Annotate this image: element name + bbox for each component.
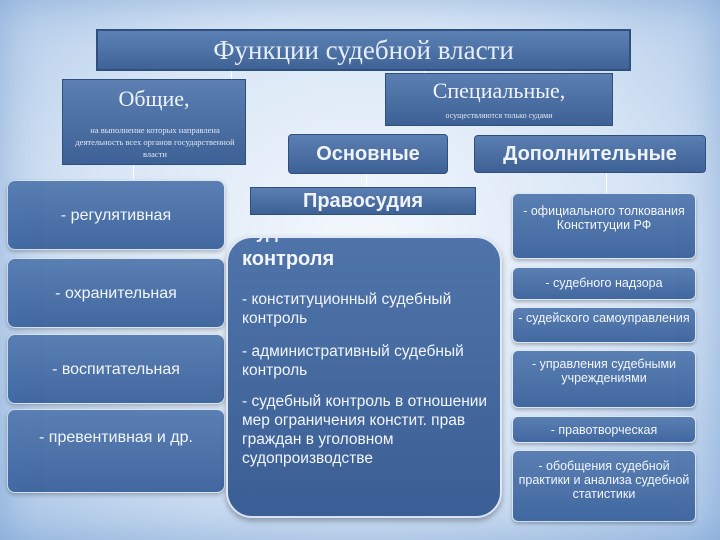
justice-box: Правосудия bbox=[250, 187, 476, 215]
general-functions-subtitle: на выполнение которых направлена деятель… bbox=[75, 125, 235, 159]
general-item-educational: - воспитательная bbox=[7, 334, 225, 404]
judicial-control-panel: Судебного контроля - конституционный суд… bbox=[226, 236, 502, 518]
additional-item-lawmaking: - правотворческая bbox=[512, 416, 696, 443]
connector-line bbox=[366, 174, 367, 188]
additional-item-interpretation: - официального толкования Конституции РФ bbox=[512, 193, 696, 259]
additional-item-label: - правотворческая bbox=[550, 423, 658, 437]
general-functions-title: Общие, bbox=[118, 86, 190, 111]
connector-line bbox=[231, 71, 232, 81]
additional-item-label: - управления судебными учреждениями bbox=[531, 357, 677, 385]
special-functions-subtitle: осуществляются только судами bbox=[445, 111, 553, 120]
general-item-label: - охранительная bbox=[55, 285, 177, 302]
basic-functions-box: Основные bbox=[288, 134, 448, 174]
additional-item-generalization: - обобщения судебной практики и анализа … bbox=[512, 450, 696, 522]
connector-line bbox=[606, 173, 607, 193]
connector-line bbox=[133, 165, 134, 180]
additional-item-label: - судейского самоуправления bbox=[518, 311, 690, 325]
general-item-label: - превентивная и др. bbox=[39, 429, 193, 446]
general-item-regulatory: - регулятивная bbox=[7, 180, 225, 250]
judicial-control-heading: контроля bbox=[242, 248, 335, 270]
additional-item-label: - судебного надзора bbox=[545, 276, 663, 290]
additional-item-label: - обобщения судебной практики и анализа … bbox=[518, 459, 690, 501]
general-item-preventive: - превентивная и др. bbox=[7, 409, 225, 493]
general-functions-box: Общие, на выполнение которых направлена … bbox=[62, 79, 246, 165]
additional-item-supervision: - судебного надзора bbox=[512, 267, 696, 300]
control-item-constitutional: - конституционный судебный контроль bbox=[242, 291, 452, 327]
additional-functions-box: Дополнительные bbox=[474, 135, 706, 173]
general-item-protective: - охранительная bbox=[7, 258, 225, 328]
special-functions-box: Специальные, осуществляются только судам… bbox=[385, 73, 613, 126]
special-functions-title: Специальные, bbox=[432, 78, 566, 103]
additional-item-label: - официального толкования Конституции РФ bbox=[523, 204, 685, 232]
additional-item-self-government: - судейского самоуправления bbox=[512, 307, 696, 343]
general-item-label: - воспитательная bbox=[52, 361, 180, 378]
general-item-label: - регулятивная bbox=[60, 207, 172, 224]
diagram-title: Функции судебной власти bbox=[96, 29, 631, 71]
control-item-criminal: - судебный контроль в отношении мер огра… bbox=[242, 393, 488, 467]
additional-item-administration: - управления судебными учреждениями bbox=[512, 350, 696, 408]
judicial-control-ghost-text: Судебного bbox=[242, 238, 342, 244]
control-item-administrative: - административный судебный контроль bbox=[242, 343, 464, 379]
